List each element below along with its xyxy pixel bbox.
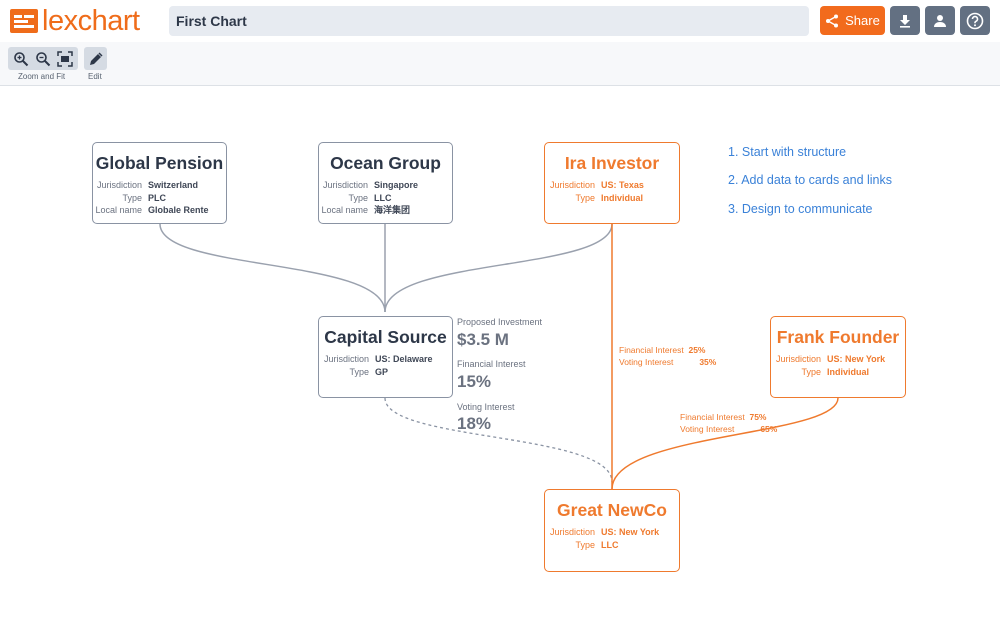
row-value: Switzerland: [148, 180, 199, 190]
chart-canvas[interactable]: Global Pension Jurisdiction Switzerland T…: [0, 87, 1000, 625]
ira-voting-value: 35%: [699, 357, 717, 367]
row-value: US: New York: [601, 527, 660, 537]
share-label: Share: [845, 13, 880, 28]
step-3: 3. Design to communicate: [728, 202, 873, 216]
card-frank-founder[interactable]: Frank Founder Jurisdiction US: New York T…: [770, 316, 906, 398]
frank-financial-value: 75%: [749, 412, 767, 422]
step-1: 1. Start with structure: [728, 145, 847, 159]
row-value: 海洋集团: [374, 205, 411, 215]
row-value: Globale Rente: [148, 205, 209, 215]
row-key: Type: [801, 366, 821, 377]
ira-financial-value: 25%: [688, 345, 706, 355]
row-key: Jurisdiction: [549, 180, 595, 190]
card-ira-investor[interactable]: Ira Investor Jurisdiction US: Texas Type I…: [544, 142, 680, 224]
zoom-controls: [8, 47, 78, 70]
row-value: US: Delaware: [375, 354, 433, 364]
share-icon: [826, 14, 839, 27]
card-title: Global Pension: [95, 153, 224, 173]
logo-mark-icon: [10, 9, 38, 33]
card-great-newco[interactable]: Great NewCo Jurisdiction US: New York Typ…: [544, 489, 680, 572]
card-title: Capital Source: [324, 327, 447, 347]
row-key: Jurisdiction: [322, 180, 368, 190]
row-key: Type: [349, 366, 369, 377]
zoom-in-icon[interactable]: [13, 51, 29, 67]
step-2: 2. Add data to cards and links: [728, 173, 892, 187]
proposed-investment-value: $3.5 M: [457, 330, 509, 349]
zoom-label: Zoom and Fit: [18, 72, 66, 81]
voting-interest-label: Voting Interest: [457, 402, 515, 412]
logo-text: lexchart: [42, 5, 140, 37]
row-value: GP: [375, 366, 389, 377]
pencil-icon: [89, 51, 103, 65]
link-ira-investor-to-capital-source: [384, 223, 613, 313]
row-key: Jurisdiction: [96, 180, 142, 190]
row-key: Local name: [95, 205, 142, 215]
row-value: Individual: [827, 366, 870, 377]
card-title: Ira Investor: [564, 153, 660, 173]
download-button[interactable]: [890, 6, 920, 35]
card-title: Frank Founder: [776, 327, 900, 347]
person-icon: [934, 14, 946, 27]
frank-financial-label: Financial Interest: [680, 412, 745, 422]
financial-interest-label: Financial Interest: [457, 359, 526, 369]
link-frank-founder-to-great-newco: [611, 397, 839, 490]
row-key: Type: [348, 192, 368, 203]
ira-link-label[interactable]: Financial Interest 25% Voting Interest 3…: [619, 344, 716, 368]
share-button[interactable]: Share: [820, 6, 885, 35]
zoom-out-icon[interactable]: [35, 51, 51, 67]
card-title: Great NewCo: [557, 500, 667, 520]
row-key: Type: [575, 192, 595, 203]
row-key: Jurisdiction: [549, 527, 595, 537]
lexchart-logo[interactable]: lexchart: [10, 6, 140, 36]
row-value: LLC: [601, 539, 619, 550]
link-global-pension-to-capital-source: [159, 223, 386, 313]
card-global-pension[interactable]: Global Pension Jurisdiction Switzerland T…: [92, 142, 227, 224]
frank-voting-value: 65%: [760, 424, 778, 434]
row-value: PLC: [148, 192, 166, 203]
row-key: Type: [122, 192, 142, 203]
row-value: Individual: [601, 192, 644, 203]
toolbar: Zoom and Fit Edit: [0, 42, 1000, 86]
row-key: Jurisdiction: [323, 354, 369, 364]
row-key: Local name: [321, 205, 368, 215]
card-ocean-group[interactable]: Ocean Group Jurisdiction Singapore Type LL…: [318, 142, 453, 224]
chart-title-input[interactable]: First Chart: [169, 6, 809, 36]
link-capital-source-to-great-newco: [384, 397, 613, 483]
row-value: LLC: [374, 192, 392, 203]
ira-financial-label: Financial Interest: [619, 345, 684, 355]
account-button[interactable]: [925, 6, 955, 35]
row-key: Type: [575, 539, 595, 550]
frank-voting-label: Voting Interest: [680, 424, 735, 434]
row-key: Jurisdiction: [775, 354, 821, 364]
row-value: US: Texas: [601, 180, 644, 190]
row-value: Singapore: [374, 180, 419, 190]
link-layer: [159, 223, 839, 490]
edit-label: Edit: [88, 72, 102, 81]
download-icon: [900, 14, 910, 28]
voting-interest-value: 18%: [457, 414, 492, 433]
edit-button[interactable]: [84, 47, 107, 70]
ira-voting-label: Voting Interest: [619, 357, 674, 367]
financial-interest-value: 15%: [457, 372, 492, 391]
card-title: Ocean Group: [330, 153, 441, 173]
fit-to-screen-icon[interactable]: [57, 50, 73, 67]
top-bar: lexchart First Chart Share: [0, 0, 1000, 42]
help-icon: [966, 12, 984, 29]
proposed-investment-label: Proposed Investment: [457, 317, 543, 327]
frank-link-label[interactable]: Financial Interest 75% Voting Interest 6…: [680, 411, 777, 435]
help-button[interactable]: [960, 6, 990, 35]
row-value: US: New York: [827, 354, 886, 364]
